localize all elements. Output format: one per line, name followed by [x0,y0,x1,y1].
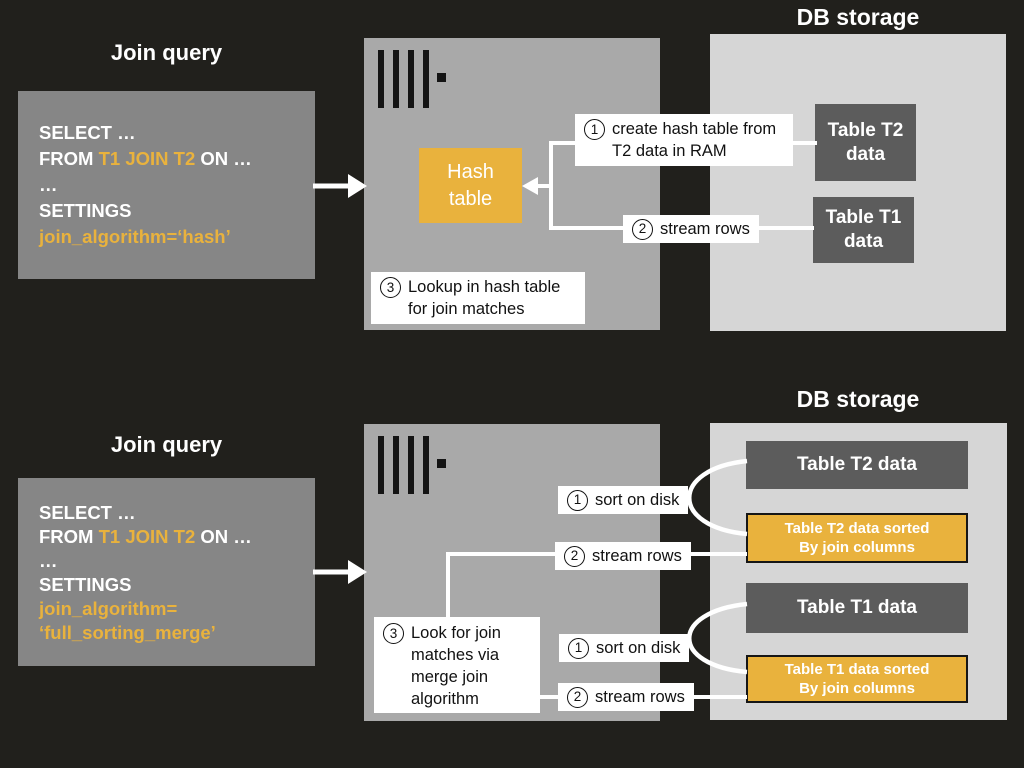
logo-dot-icon [437,73,446,82]
stream-t1-text: stream rows [595,688,685,706]
merge-join-db-storage-title: DB storage [796,386,920,412]
sql-on-clause: ON … [195,148,252,169]
table-t1-data-box: Table T1 data [813,197,914,263]
table-t1-sorted-line1: Table T1 data sorted [784,661,930,678]
sort-on-disk-t2-label: 1 sort on disk [558,486,689,514]
circled-number-2: 2 [632,218,653,240]
table-t2-data-label: Table T2 data [796,454,917,475]
sql-ellipsis-line: … [39,550,58,571]
logo-bar-icon [393,436,399,494]
sql-settings-line: SETTINGS [39,574,132,595]
table-t2-data-box: Table T2 data [746,441,968,489]
table-t2-data-label: Table T2 data [827,119,904,165]
table-t2-sorted-line1: Table T2 data sorted [784,520,930,537]
step1-text: create hash table from T2 data in RAM [612,120,777,160]
clickhouse-logo-icon [378,50,448,110]
sql-algorithm-line2: ‘full_sorting_merge’ [39,622,216,643]
sort-t2-text: sort on disk [595,491,680,509]
table-t1-data-label: Table T1 data [825,207,902,252]
table-t2-sorted-box: Table T2 data sorted By join columns [746,513,968,563]
hash-join-query-title: Join query [110,40,223,65]
logo-bar-icon [393,50,399,108]
circled-number-1: 1 [568,637,589,659]
sort-on-disk-t1-label: 1 sort on disk [559,634,690,662]
sql-from-line: FROM T1 JOIN T2 ON … [18,146,315,172]
sql-from-keyword: FROM [39,526,99,547]
circled-number-2: 2 [567,686,588,708]
sql-select-line: SELECT … [18,501,315,525]
circled-number-2: 2 [564,545,585,567]
sort-t1-text: sort on disk [596,639,681,657]
hash-join-db-storage-title: DB storage [796,4,920,30]
circled-number-3: 3 [383,623,404,644]
stream-t2-text: stream rows [592,547,682,565]
step3-lookup-label: 3 Lookup in hash table for join matches [371,272,585,324]
step2-stream-rows-label: 2 stream rows [623,215,759,243]
table-t2-data-box: Table T2 data [815,104,916,181]
sql-from-keyword: FROM [39,148,99,169]
table-t1-sorted-box: Table T1 data sorted By join columns [746,655,968,703]
logo-bar-icon [423,436,429,494]
step3-merge-lookup-label: 3 Look for join matches via merge join a… [374,617,540,713]
circled-number-1: 1 [584,119,605,140]
stream-rows-t1-label: 2 stream rows [558,683,694,711]
step2-text: stream rows [660,220,750,238]
merge-join-query-box: SELECT … FROM T1 JOIN T2 ON … … SETTINGS… [18,478,315,666]
table-t1-data-label: Table T1 data [796,597,917,618]
table-t1-data-box: Table T1 data [746,583,968,633]
logo-bar-icon [408,436,414,494]
hash-join-query-box: SELECT … FROM T1 JOIN T2 ON … … SETTINGS… [18,91,315,279]
sql-from-line: FROM T1 JOIN T2 ON … [18,525,315,549]
logo-bar-icon [378,436,384,494]
sql-select: SELECT … [39,122,136,143]
sql-join-tables: T1 JOIN T2 [98,148,196,169]
circled-number-1: 1 [567,489,588,511]
logo-dot-icon [437,459,446,468]
table-t2-sorted-line2: By join columns [799,539,915,556]
sql-join-tables: T1 JOIN T2 [98,526,196,547]
sql-select: SELECT … [39,502,136,523]
clickhouse-logo-icon [378,436,448,496]
logo-bar-icon [423,50,429,108]
table-t1-sorted-line2: By join columns [799,680,915,697]
step1-create-hash-table-label: 1 create hash table from T2 data in RAM [575,114,793,166]
hash-table-box: Hash table [419,148,522,223]
merge-join-query-title: Join query [110,432,223,457]
sql-select-line: SELECT … [18,120,315,146]
sql-algorithm-line1: join_algorithm= [39,598,178,619]
sql-algorithm-line: join_algorithm=‘hash’ [39,226,231,247]
db-storage-panel-hash [710,34,1006,331]
sql-ellipsis-line: … [39,174,58,195]
sql-on-clause: ON … [195,526,252,547]
logo-bar-icon [408,50,414,108]
merge-lookup-text: Look for join matches via merge join alg… [411,624,501,708]
hash-table-label: Hash table [447,160,494,210]
circled-number-3: 3 [380,277,401,298]
step3-text: Lookup in hash table for join matches [408,278,561,318]
stream-rows-t2-label: 2 stream rows [555,542,691,570]
sql-settings-line: SETTINGS [39,200,132,221]
logo-bar-icon [378,50,384,108]
